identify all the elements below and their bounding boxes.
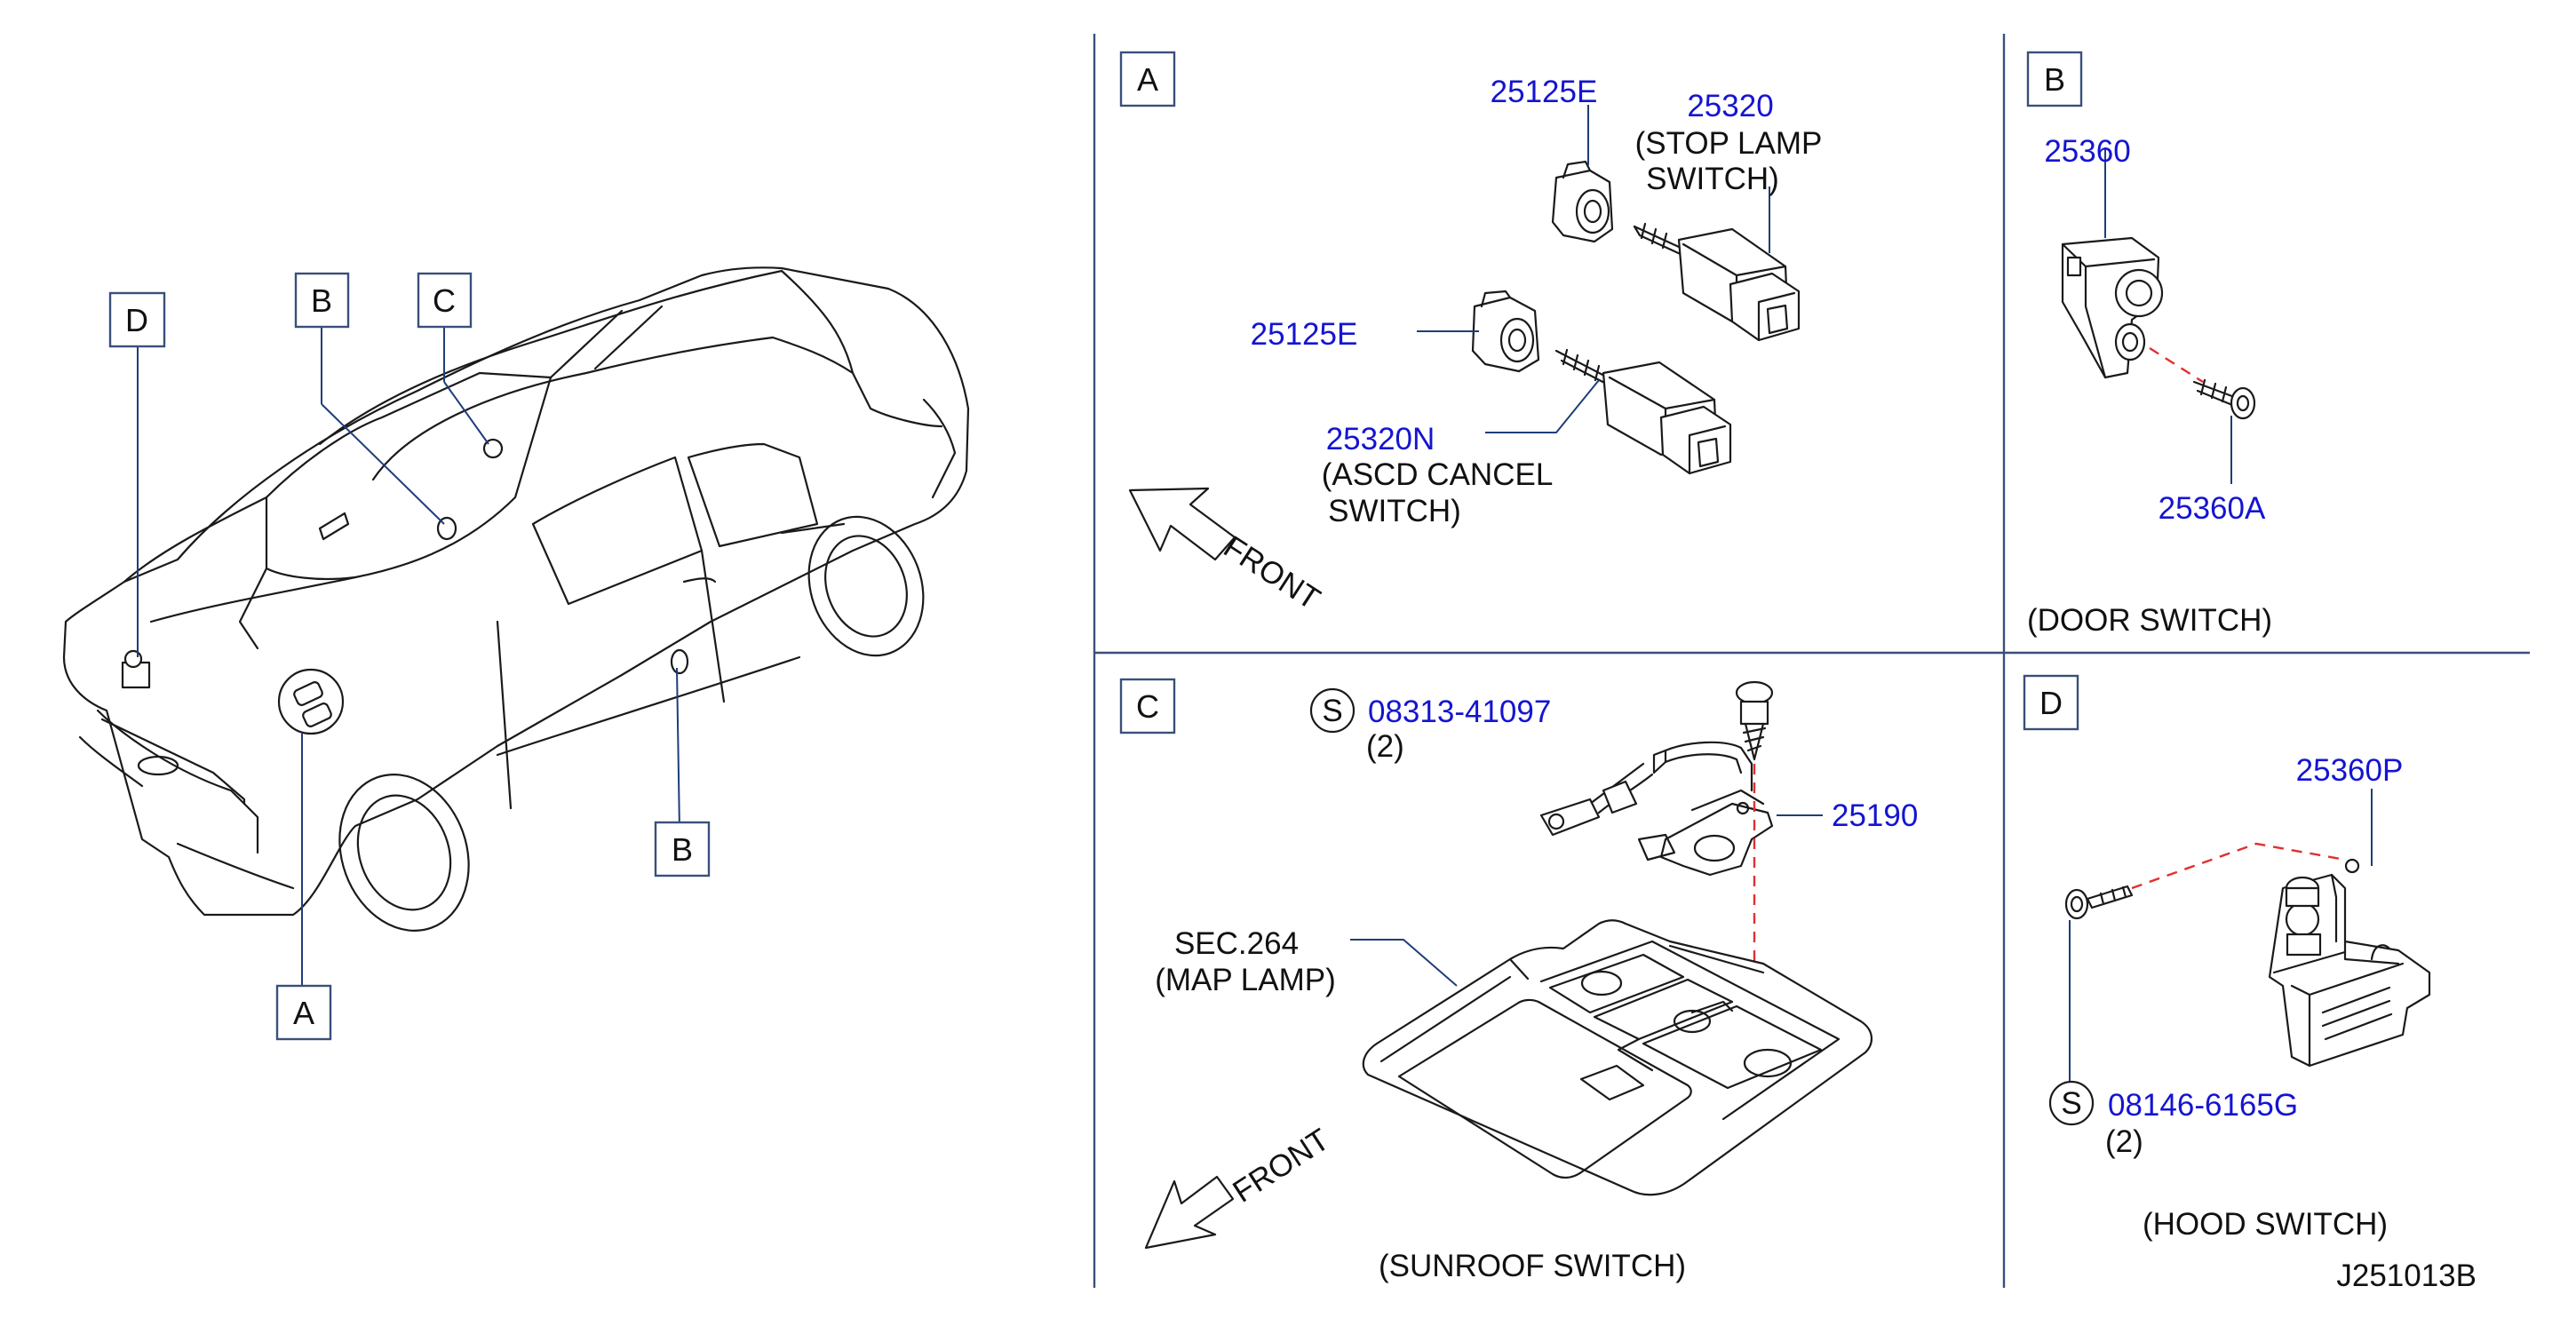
part-25360: 25360 — [2044, 134, 2130, 169]
callout-box-a: A — [275, 984, 332, 1041]
part-25125e-left: 25125E — [1251, 317, 1358, 352]
standard-symbol-text-d: S — [2061, 1086, 2081, 1121]
standard-symbol-text-c: S — [1322, 694, 1342, 728]
sunroof-switch-harness — [1539, 741, 1774, 877]
panel-c-label: C — [1136, 688, 1159, 725]
sunroof-switch-title: (SUNROOF SWITCH) — [1379, 1249, 1686, 1283]
part-08313-41097: 08313-41097 — [1368, 695, 1551, 729]
panel-b: B 25360 25360A (DOOR SWITCH) — [2026, 51, 2272, 638]
qty-d: (2) — [2105, 1124, 2143, 1159]
drawing-code: J251013B — [2336, 1258, 2477, 1293]
callout-box-c: C — [417, 272, 473, 329]
stop-lamp-switch — [1633, 222, 1801, 342]
callout-a-text: A — [293, 995, 314, 1031]
callout-d-text: D — [125, 302, 148, 338]
ascd-label-2: SWITCH) — [1328, 494, 1461, 528]
standard-part-symbol-c — [1309, 687, 1356, 734]
panel-b-label: B — [2044, 61, 2065, 98]
stop-lamp-label-1: (STOP LAMP — [1635, 126, 1823, 161]
sunroof-screw — [1735, 680, 1774, 761]
panel-a-label: A — [1137, 61, 1158, 98]
map-lamp-housing — [1362, 919, 1872, 1196]
callout-box-b-door: B — [654, 821, 711, 877]
part-25360a: 25360A — [2159, 491, 2266, 526]
front-arrow-c — [1144, 1175, 1235, 1250]
clip-25125e-upper — [1551, 160, 1614, 243]
sec-264-label: SEC.264 — [1174, 926, 1299, 961]
hood-switch-screw — [2064, 885, 2134, 920]
clip-25125e-lower — [1471, 290, 1540, 373]
callout-b2-text: B — [672, 831, 693, 868]
panel-grid — [1093, 34, 2530, 1288]
part-25320n: 25320N — [1326, 422, 1435, 457]
callout-box-d: D — [108, 291, 166, 348]
front-text-c: FRONT — [1227, 1122, 1335, 1209]
part-25320: 25320 — [1687, 89, 1773, 123]
panel-d: D 25360P S 08146-6165G (2) (HO — [2023, 674, 2431, 1242]
part-25360p: 25360P — [2296, 753, 2404, 788]
standard-part-symbol-d — [2048, 1080, 2095, 1126]
qty-c: (2) — [1366, 729, 1404, 764]
callout-b1-text: B — [311, 282, 332, 319]
stop-lamp-label-2: SWITCH) — [1646, 162, 1779, 196]
hood-switch-part — [2268, 858, 2431, 1068]
ascd-cancel-switch — [1554, 348, 1732, 475]
car-overview — [62, 266, 970, 986]
front-arrow-a — [1128, 487, 1236, 561]
door-switch-part — [2061, 236, 2164, 379]
hood-switch-title: (HOOD SWITCH) — [2143, 1207, 2388, 1242]
front-text-a: FRONT — [1218, 529, 1326, 616]
part-25190: 25190 — [1832, 798, 1918, 833]
part-25125e-top: 25125E — [1491, 75, 1598, 109]
map-lamp-label: (MAP LAMP) — [1155, 963, 1336, 997]
panel-a: A — [1119, 51, 1823, 616]
door-switch-title: (DOOR SWITCH) — [2027, 603, 2272, 638]
door-switch-screw — [2192, 378, 2256, 420]
panel-d-label: D — [2039, 685, 2063, 721]
ascd-label-1: (ASCD CANCEL — [1322, 457, 1554, 492]
part-08146-6165g: 08146-6165G — [2108, 1088, 2298, 1123]
callout-c-text: C — [433, 282, 456, 319]
panel-c: C S 08313-41097 (2) 25190 — [1119, 678, 1918, 1283]
callout-box-b-roof: B — [294, 272, 350, 329]
